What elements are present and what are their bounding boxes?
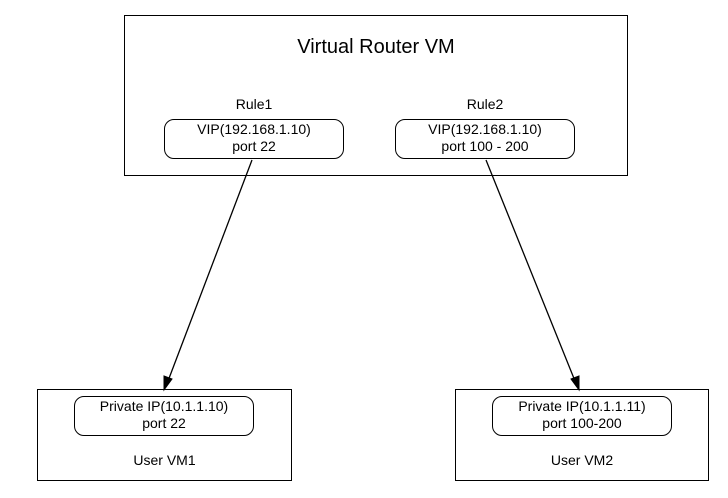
rule2-label: Rule2	[466, 96, 504, 112]
vm1-private-ip: Private IP(10.1.1.10)	[99, 398, 229, 414]
rule1-to-vm1-arrow-line	[167, 159, 253, 382]
rule2-node: VIP(192.168.1.10) port 100 - 200	[395, 119, 575, 159]
vm1-port: port 22	[142, 415, 186, 431]
vm1-node: Private IP(10.1.1.10) port 22	[74, 396, 254, 436]
router-title: Virtual Router VM	[297, 36, 455, 58]
rule2-to-vm2-arrow-line	[485, 159, 576, 382]
rule1-port: port 22	[232, 138, 276, 154]
rule2-port: port 100 - 200	[441, 138, 529, 154]
rule1-label: Rule1	[235, 96, 273, 112]
vm2-label: User VM2	[550, 452, 614, 468]
rule2-to-vm2-arrow-head	[570, 375, 580, 392]
rule1-vip: VIP(192.168.1.10)	[197, 121, 311, 137]
vm2-port: port 100-200	[542, 415, 622, 431]
vm1-label: User VM1	[133, 452, 196, 468]
rule1-node: VIP(192.168.1.10) port 22	[164, 119, 344, 159]
rule2-vip: VIP(192.168.1.10)	[428, 121, 542, 137]
rule1-to-vm1-arrow-head	[163, 375, 173, 392]
vm2-node: Private IP(10.1.1.11) port 100-200	[492, 396, 672, 436]
vm2-private-ip: Private IP(10.1.1.11)	[518, 398, 646, 414]
